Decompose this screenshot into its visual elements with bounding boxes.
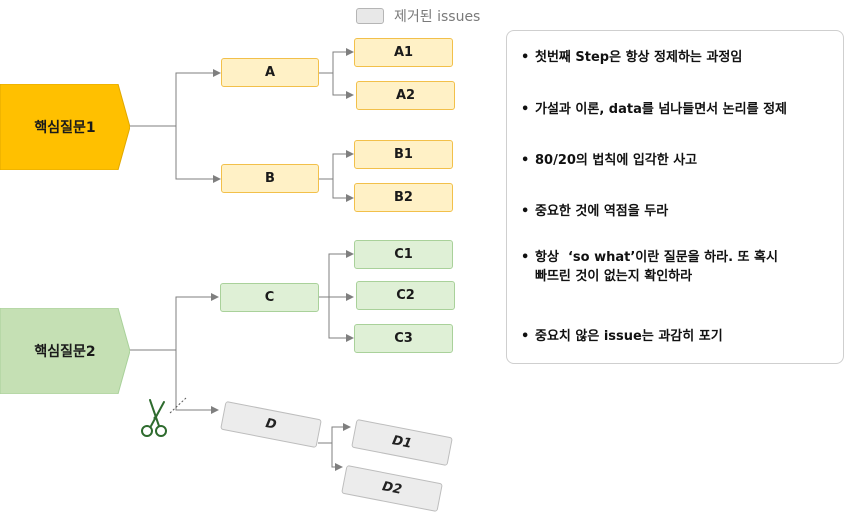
link-core1-B bbox=[175, 126, 221, 183]
principle-item: •중요한 것에 역점을 두라 bbox=[521, 204, 669, 219]
legend-swatch bbox=[356, 8, 384, 24]
principle-item: •항상 ‘so what’이란 질문을 하라. 또 혹시 빠뜨린 것이 없는지 … bbox=[521, 250, 778, 284]
principle-item: •80/20의 법칙에 입각한 사고 bbox=[521, 153, 698, 168]
node-A: A bbox=[221, 58, 319, 87]
principle-text-continuation: 빠뜨린 것이 없는지 확인하라 bbox=[535, 269, 693, 284]
link-A-A1 bbox=[319, 48, 354, 74]
core-question-2-label: 핵심질문2 bbox=[34, 344, 96, 360]
link-core2-D bbox=[175, 350, 219, 414]
core-question-2-shape bbox=[0, 308, 130, 394]
node-C: C bbox=[220, 283, 319, 312]
link-D-D1 bbox=[318, 423, 351, 444]
principle-text: 중요치 않은 issue는 과감히 포기 bbox=[535, 329, 723, 344]
node-B2: B2 bbox=[354, 183, 453, 212]
legend: 제거된 issues bbox=[356, 6, 480, 26]
node-C1: C1 bbox=[354, 240, 453, 269]
principle-text: 가설과 이론, data를 넘나들면서 논리를 정제 bbox=[535, 102, 787, 117]
link-A-A2 bbox=[332, 73, 354, 99]
principle-item: •중요치 않은 issue는 과감히 포기 bbox=[521, 329, 723, 344]
link-core2-C bbox=[130, 293, 219, 351]
principle-item: •가설과 이론, data를 넘나들면서 논리를 정제 bbox=[521, 102, 787, 117]
link-C-C3 bbox=[328, 297, 354, 342]
link-B-B1 bbox=[319, 150, 354, 180]
node-C2: C2 bbox=[356, 281, 455, 310]
node-A2: A2 bbox=[356, 81, 455, 110]
core-question-2: 핵심질문2 bbox=[0, 308, 130, 394]
principle-text: 첫번째 Step은 항상 정제하는 과정임 bbox=[535, 50, 743, 65]
legend-label: 제거된 issues bbox=[394, 9, 481, 25]
principle-text: 중요한 것에 역점을 두라 bbox=[535, 204, 669, 219]
principle-text: 항상 ‘so what’이란 질문을 하라. 또 혹시 bbox=[535, 250, 778, 265]
core-question-1-shape bbox=[0, 84, 130, 170]
link-B-B2 bbox=[332, 179, 354, 202]
node-A1: A1 bbox=[354, 38, 453, 67]
node-C3: C3 bbox=[354, 324, 453, 353]
core-question-1-label: 핵심질문1 bbox=[34, 120, 96, 136]
principle-item: •첫번째 Step은 항상 정제하는 과정임 bbox=[521, 50, 743, 65]
principles-panel: •첫번째 Step은 항상 정제하는 과정임 •가설과 이론, data를 넘나… bbox=[506, 30, 844, 364]
link-C-C1 bbox=[319, 250, 354, 298]
principle-text: 80/20의 법칙에 입각한 사고 bbox=[535, 153, 698, 168]
link-core1-A bbox=[130, 69, 221, 127]
scissors-icon bbox=[141, 399, 167, 437]
core-question-1: 핵심질문1 bbox=[0, 84, 130, 170]
node-B1: B1 bbox=[354, 140, 453, 169]
node-B: B bbox=[221, 164, 319, 193]
link-D-D2 bbox=[331, 443, 343, 471]
